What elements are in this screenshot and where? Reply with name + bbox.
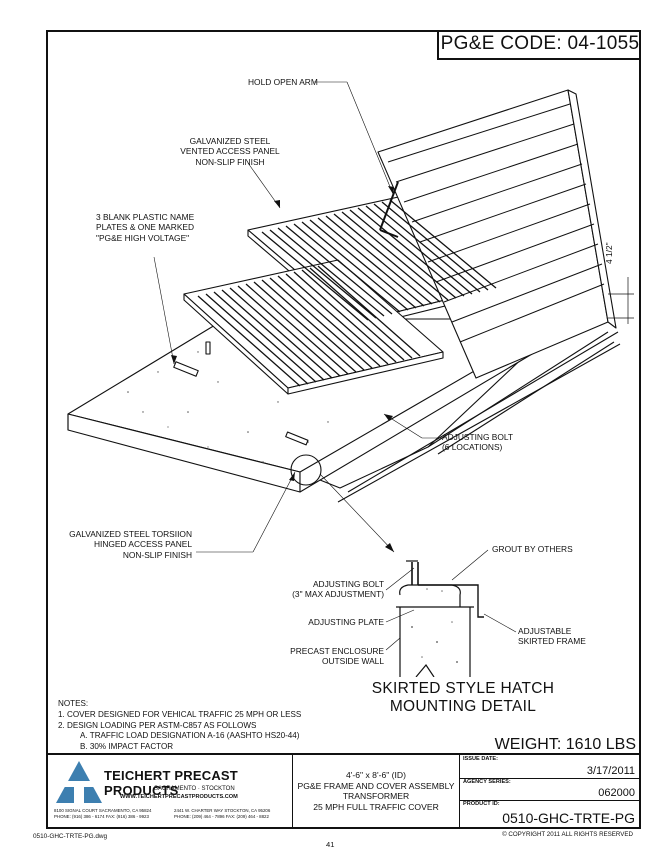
dimension-label: 4 1/2" xyxy=(604,242,614,264)
detail-title: SKIRTED STYLE HATCH MOUNTING DETAIL xyxy=(371,680,555,715)
callout-grout: GROUT BY OTHERS xyxy=(492,544,573,554)
address-sacramento: 8100 SIGNAL COURT SACRAMENTO, CA 95824 P… xyxy=(54,808,152,819)
mounting-detail-drawing xyxy=(396,560,484,677)
address-stockton: 2441 W. CHARTER WAY STOCKTON, CA 95206 P… xyxy=(174,808,271,819)
issue-date: 3/17/2011 xyxy=(586,765,635,777)
title-block: TEICHERT PRECAST PRODUCTS SACRAMENTO · S… xyxy=(48,753,639,838)
callout-adjusting-bolt-locations: ADJUSTING BOLT (6 LOCATIONS) xyxy=(442,432,514,453)
teichert-logo-icon xyxy=(56,761,102,809)
company-name: TEICHERT PRECAST PRODUCTS xyxy=(104,768,238,798)
notes: NOTES: 1. COVER DESIGNED FOR VEHICAL TRA… xyxy=(58,699,302,752)
weight-label: WEIGHT: 1610 LBS xyxy=(494,736,636,753)
callout-name-plates: 3 BLANK PLASTIC NAME PLATES & ONE MARKED… xyxy=(96,212,195,243)
callout-adjusting-bolt-max: ADJUSTING BOLT (3" MAX ADJUSTMENT) xyxy=(292,579,384,600)
product-description: 4'-6" x 8'-6" (ID) PG&E FRAME AND COVER … xyxy=(293,755,460,827)
callout-hold-open-arm: HOLD OPEN ARM xyxy=(248,77,318,87)
title-info: ISSUE DATE: 3/17/2011 AGENCY SERIES: 062… xyxy=(460,755,639,838)
hatch-isometric-drawing xyxy=(67,81,634,553)
product-id: 0510-GHC-TRTE-PG xyxy=(502,810,635,826)
company-logo-block: TEICHERT PRECAST PRODUCTS SACRAMENTO · S… xyxy=(48,755,293,827)
callout-vented-panel: GALVANIZED STEEL VENTED ACCESS PANEL NON… xyxy=(180,136,280,167)
page-number: 41 xyxy=(326,840,335,849)
copyright: © COPYRIGHT 2011 ALL RIGHTS RESERVED xyxy=(502,831,633,838)
agency-series-row: AGENCY SERIES: 062000 xyxy=(460,778,639,801)
file-name: 0510-GHC-TRTE-PG.dwg xyxy=(33,833,108,840)
callout-skirted-frame: ADJUSTABLE SKIRTED FRAME xyxy=(518,626,586,647)
product-id-row: PRODUCT ID: 0510-GHC-TRTE-PG xyxy=(463,801,635,826)
company-locations: SACRAMENTO · STOCKTON xyxy=(154,786,235,792)
callout-torsion-panel: GALVANIZED STEEL TORSIION HINGED ACCESS … xyxy=(69,529,192,560)
drawing-sheet: PG&E CODE: 04-1055 xyxy=(46,30,641,838)
pge-code-box: PG&E CODE: 04-1055 xyxy=(437,30,641,60)
callout-precast-enclosure: PRECAST ENCLOSURE OUTSIDE WALL xyxy=(290,646,384,667)
agency-series: 062000 xyxy=(598,787,635,799)
callout-adjusting-plate: ADJUSTING PLATE xyxy=(308,617,384,627)
company-website: WWW.TEICHERTPRECASTPRODUCTS.COM xyxy=(120,794,238,800)
issue-date-row: ISSUE DATE: 3/17/2011 xyxy=(460,755,639,779)
